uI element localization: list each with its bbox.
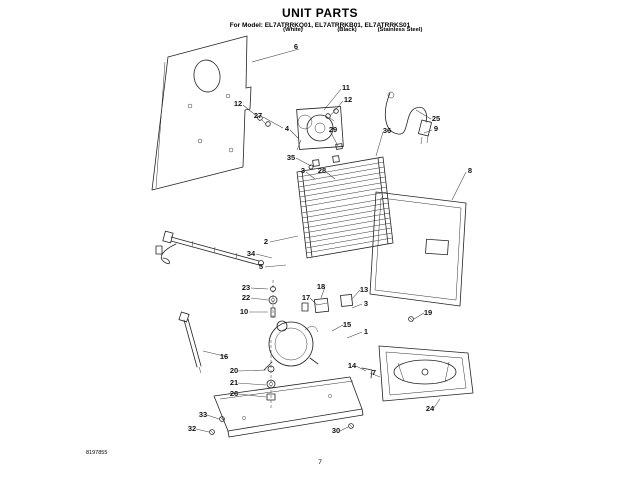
- part-callout-12: 12: [234, 99, 242, 108]
- part-callout-28: 28: [318, 166, 326, 175]
- condenser-coil-drawing: [296, 143, 394, 259]
- part-callout-26: 26: [230, 389, 238, 398]
- part-callout-27: 27: [254, 111, 262, 120]
- part-callout-10: 10: [240, 307, 248, 316]
- part-callout-6: 6: [294, 42, 298, 51]
- part-callout-29: 29: [329, 125, 337, 134]
- part-callout-23: 23: [242, 283, 250, 292]
- part-callout-30: 30: [332, 426, 340, 435]
- finish-black: (Black): [337, 27, 357, 33]
- document-number: 8197855: [86, 450, 108, 456]
- drain-pan-drawing: [361, 345, 474, 402]
- part-callout-33: 33: [199, 410, 207, 419]
- part-callout-35: 35: [287, 153, 295, 162]
- part-callout-13: 13: [360, 285, 368, 294]
- finish-stainless: (Stainless Steel): [377, 27, 423, 33]
- part-callout-34: 34: [247, 249, 256, 258]
- rear-panel-drawing: [369, 191, 467, 322]
- power-cord-drawing: [384, 91, 432, 145]
- mounting-hardware-drawing: [266, 280, 278, 408]
- dryer-tube-drawing: [178, 311, 202, 374]
- part-callout-17: 17: [302, 293, 310, 302]
- page-title: UNIT PARTS: [281, 6, 359, 20]
- part-callout-18: 18: [317, 282, 325, 291]
- part-callout-36: 36: [383, 126, 391, 135]
- part-callout-5: 5: [259, 262, 263, 271]
- heat-exchanger-tube-drawing: [155, 230, 264, 266]
- page-header: UNIT PARTS For Model: EL7ATRRKQ01, EL7AT…: [0, 6, 640, 29]
- part-callout-11: 11: [342, 83, 350, 92]
- part-callout-1: 1: [364, 327, 368, 336]
- part-callout-22: 22: [242, 293, 250, 302]
- part-callout-19: 19: [424, 308, 432, 317]
- part-callout-7: 7: [372, 368, 376, 377]
- part-callout-20: 20: [230, 366, 238, 375]
- part-callout-3: 3: [364, 299, 368, 308]
- page-number: 7: [318, 459, 322, 466]
- finish-white: (White): [283, 27, 303, 33]
- part-callout-24: 24: [426, 404, 435, 413]
- part-callout-21: 21: [230, 378, 238, 387]
- part-callout-8: 8: [468, 166, 472, 175]
- part-callout-9: 9: [434, 124, 438, 133]
- back-panel-drawing: [151, 35, 252, 191]
- base-plate-drawing: [209, 376, 364, 438]
- part-callout-2: 2: [264, 237, 268, 246]
- part-callout-4: 4: [285, 124, 290, 133]
- part-callout-12: 12: [344, 95, 352, 104]
- leader-lines: [195, 48, 467, 433]
- part-callout-25: 25: [432, 114, 440, 123]
- part-callout-32: 32: [188, 424, 196, 433]
- part-callout-16: 16: [220, 352, 228, 361]
- model-line: For Model: EL7ATRRKQ01, EL7ATRRKB01, EL7…: [229, 22, 411, 29]
- part-callout-14: 14: [348, 361, 357, 370]
- part-callout-3: 3: [301, 166, 305, 175]
- part-callout-15: 15: [343, 320, 351, 329]
- compressor-drawing: [263, 294, 353, 371]
